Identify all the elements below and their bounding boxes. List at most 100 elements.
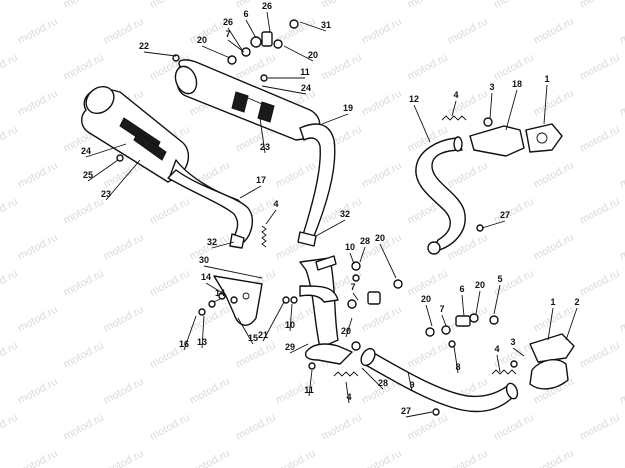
- watermark-text: motod.ru: [16, 376, 60, 407]
- watermark-text: motod.ru: [406, 340, 450, 371]
- left-pipe-tip: [229, 233, 245, 249]
- leader-line: [205, 282, 225, 295]
- leader-line: [543, 84, 548, 125]
- callout-15: 15: [248, 333, 258, 343]
- watermark-text: motod.ru: [578, 340, 622, 371]
- watermark-text: motod.ru: [360, 88, 404, 119]
- rear-header-flange: [469, 125, 525, 157]
- watermark-text: motod.ru: [148, 0, 192, 11]
- leader-line: [308, 369, 313, 397]
- watermark-text: motod.ru: [102, 376, 146, 407]
- callout-3: 3: [510, 337, 515, 347]
- callout-26: 26: [223, 17, 233, 27]
- watermark-text: motod.ru: [102, 448, 146, 468]
- watermark-text: motod.ru: [0, 124, 20, 155]
- watermark-text: motod.ru: [234, 340, 278, 371]
- callout-16: 16: [179, 339, 189, 349]
- callout-26: 26: [262, 1, 272, 11]
- watermark-text: motod.ru: [16, 304, 60, 335]
- callout-20: 20: [375, 233, 385, 243]
- watermark-text: motod.ru: [320, 412, 364, 443]
- fasteners: [116, 19, 518, 416]
- front-header-flange: [529, 333, 575, 363]
- rear-header-pipe: [415, 137, 466, 253]
- watermark-text: motod.ru: [320, 0, 364, 11]
- leader-line: [461, 294, 465, 317]
- watermark-text: motod.ru: [532, 16, 576, 47]
- leader-line: [425, 304, 433, 327]
- callout-24: 24: [301, 83, 311, 93]
- watermark-text: motod.ru: [492, 0, 536, 11]
- callout-20: 20: [341, 326, 351, 336]
- watermark-text: motod.ru: [320, 52, 364, 83]
- watermark-text: motod.ru: [0, 52, 20, 83]
- callout-1: 1: [550, 297, 555, 307]
- watermark-text: motod.ru: [102, 304, 146, 335]
- leader-line: [451, 100, 457, 117]
- watermark-text: motod.ru: [62, 196, 106, 227]
- watermark-text: motod.ru: [532, 232, 576, 263]
- leader-line: [143, 51, 177, 57]
- watermark-text: motod.ru: [62, 52, 106, 83]
- watermark-text: motod.ru: [16, 160, 60, 191]
- callout-23: 23: [101, 189, 111, 199]
- watermark-text: motod.ru: [532, 448, 576, 468]
- watermark-text: motod.ru: [360, 304, 404, 335]
- leader-line: [321, 113, 349, 125]
- leader-line: [413, 104, 431, 143]
- leader-line: [379, 243, 397, 279]
- watermark-text: motod.ru: [62, 412, 106, 443]
- leader-line: [245, 19, 257, 39]
- watermark-text: motod.ru: [446, 448, 490, 468]
- leader-line: [183, 315, 197, 351]
- callout-23: 23: [260, 142, 270, 152]
- callout-labels: 1183412193126626720202211242324252317432…: [81, 1, 580, 416]
- mounting-bracket: [213, 275, 263, 326]
- watermark-text: motod.ru: [492, 52, 536, 83]
- spring-lower-collector: [333, 371, 359, 377]
- leader-line: [105, 159, 141, 201]
- watermark-text: motod.ru: [16, 232, 60, 263]
- watermark-text: motod.ru: [148, 412, 192, 443]
- watermark-text: motod.ru: [274, 448, 318, 468]
- callout-10: 10: [345, 242, 355, 252]
- callout-4: 4: [494, 344, 499, 354]
- watermark-text: motod.ru: [618, 304, 625, 335]
- callout-24: 24: [81, 146, 91, 156]
- spring-front-pipe: [491, 369, 517, 375]
- watermark-text: motod.ru: [62, 340, 106, 371]
- callout-32: 32: [207, 237, 217, 247]
- leader-line: [261, 85, 307, 95]
- watermark-text: motod.ru: [532, 160, 576, 191]
- watermark-text: motod.ru: [16, 448, 60, 468]
- leader-line: [227, 27, 243, 51]
- watermark-text: motod.ru: [16, 16, 60, 47]
- leader-line: [475, 290, 481, 315]
- callout-11: 11: [304, 385, 314, 395]
- leader-line: [441, 314, 447, 327]
- callout-2: 2: [574, 297, 579, 307]
- leader-line: [237, 317, 254, 345]
- watermark-text: motod.ru: [406, 412, 450, 443]
- callout-10: 10: [285, 320, 295, 330]
- watermark-text: motod.ru: [618, 232, 625, 263]
- callout-13: 13: [197, 337, 207, 347]
- callout-3: 3: [489, 82, 494, 92]
- watermark-text: motod.ru: [618, 16, 625, 47]
- watermark-text: motod.ru: [234, 412, 278, 443]
- callout-20: 20: [475, 280, 485, 290]
- watermark-text: motod.ru: [148, 268, 192, 299]
- watermark-text: motod.ru: [618, 88, 625, 119]
- callout-29: 29: [285, 342, 295, 352]
- watermark-text: motod.ru: [578, 124, 622, 155]
- leader-line: [407, 371, 413, 392]
- callout-6: 6: [243, 9, 248, 19]
- callout-18: 18: [512, 79, 522, 89]
- callout-30: 30: [199, 255, 209, 265]
- callout-20: 20: [197, 35, 207, 45]
- leader-line: [349, 252, 355, 265]
- leader-line: [299, 21, 327, 32]
- callout-20: 20: [308, 50, 318, 60]
- callout-7: 7: [439, 304, 444, 314]
- callout-9: 9: [409, 380, 414, 390]
